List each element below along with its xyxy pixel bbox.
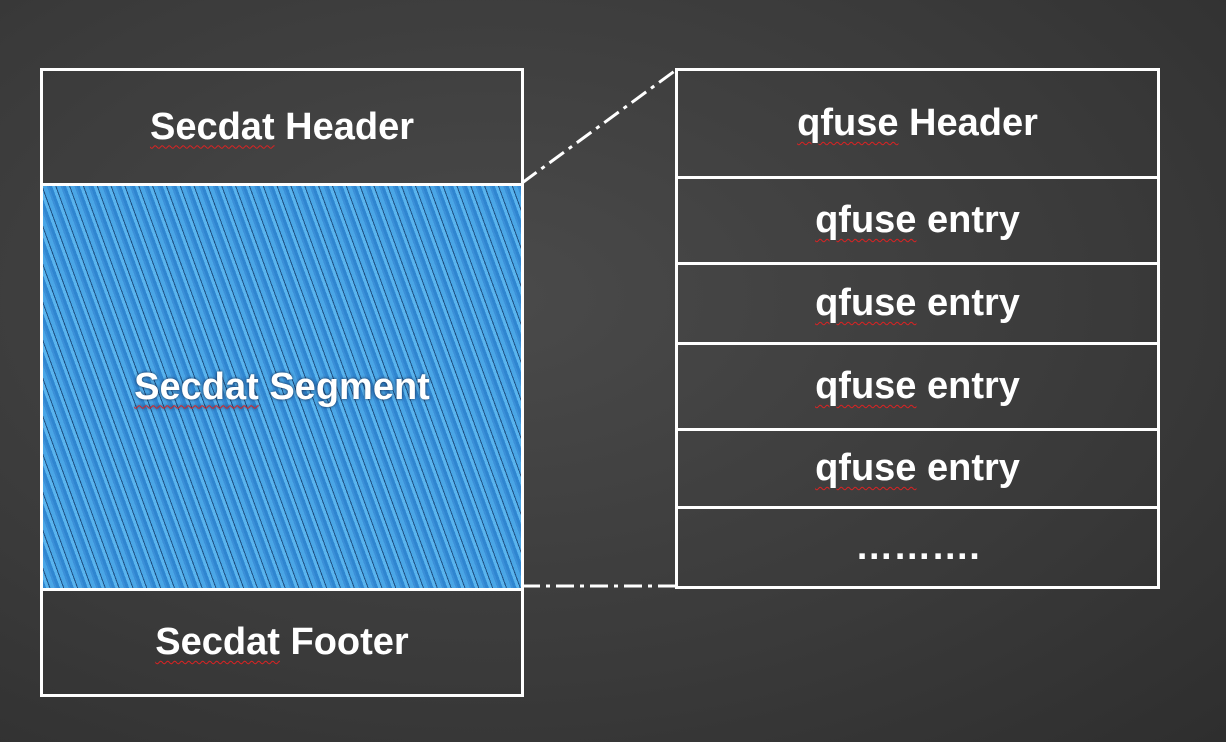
secdat-footer-block: Secdat Footer xyxy=(40,588,524,697)
qfuse-ellipsis-block: ………. xyxy=(675,506,1160,589)
qfuse-header-block: qfuse Header xyxy=(675,68,1160,179)
secdat-segment-block: Secdat Segment xyxy=(40,183,524,591)
qfuse-entry-block: qfuse entry xyxy=(675,176,1160,265)
secdat-header-block: Secdat Header xyxy=(40,68,524,186)
qfuse-entry-block: qfuse entry xyxy=(675,428,1160,509)
qfuse-entry-block: qfuse entry xyxy=(675,342,1160,431)
qfuse-entry-block: qfuse entry xyxy=(675,262,1160,345)
